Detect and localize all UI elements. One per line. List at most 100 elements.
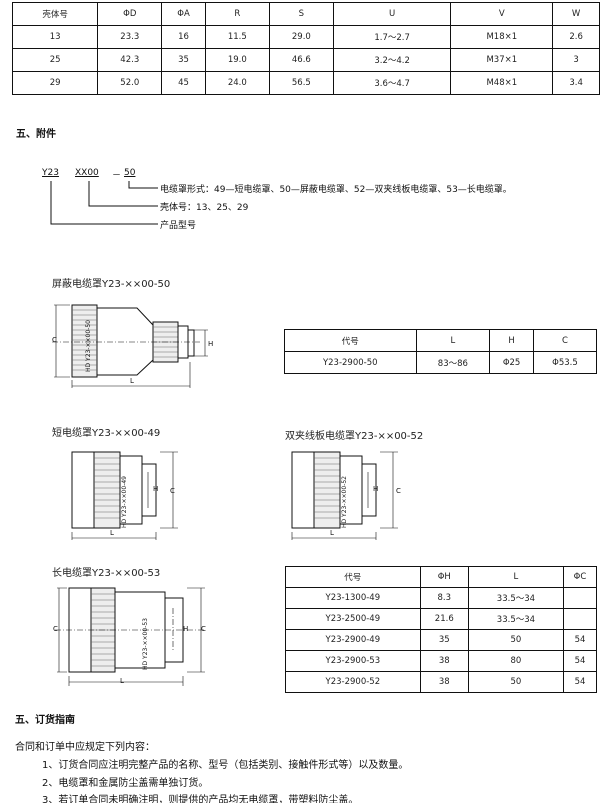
cell: 8.3 bbox=[419, 587, 469, 609]
cell: 35 bbox=[419, 629, 469, 651]
code-leader-lines bbox=[50, 181, 158, 225]
cell: M48×1 bbox=[450, 71, 554, 95]
ordering-item: 2、电缆罩和金属防尘盖需单独订货。 bbox=[42, 778, 209, 789]
cell: 13 bbox=[11, 25, 99, 49]
code-part-model: Y23 bbox=[42, 168, 59, 178]
header-cell: C bbox=[532, 329, 598, 352]
dim-label-c-outer: C bbox=[201, 625, 206, 633]
cell: 25 bbox=[11, 48, 99, 72]
cell: 29 bbox=[11, 71, 99, 95]
dim-label-l: L bbox=[130, 377, 134, 385]
code-dash: － bbox=[112, 171, 122, 181]
cell: Φ25 bbox=[489, 351, 534, 374]
cell: 24.0 bbox=[204, 71, 270, 95]
cell: Y23-2500-49 bbox=[285, 608, 421, 630]
dim-label-c: C bbox=[53, 625, 58, 633]
cell bbox=[562, 587, 598, 609]
dim-label-c: C bbox=[52, 336, 57, 344]
ordering-intro: 合同和订单中应规定下列内容： bbox=[15, 742, 155, 753]
cell: 2.6 bbox=[552, 25, 600, 49]
caption-shielded-cover: 屏蔽电缆罩Y23-××00-50 bbox=[52, 279, 171, 290]
cell: 38 bbox=[419, 671, 469, 693]
cell: 54 bbox=[562, 629, 598, 651]
cell: 56.5 bbox=[268, 71, 334, 95]
dim-label-c: C bbox=[170, 487, 175, 495]
cell: 29.0 bbox=[268, 25, 334, 49]
body-marking: HD Y23-××00-52 bbox=[341, 476, 348, 528]
cell: 83～86 bbox=[415, 351, 491, 374]
section-heading-ordering: 五、订货指南 bbox=[15, 715, 75, 726]
cell: 38 bbox=[419, 650, 469, 672]
cell: 33.5～34 bbox=[467, 587, 564, 609]
header-cell: 代号 bbox=[285, 566, 421, 588]
header-cell: L bbox=[415, 329, 491, 352]
header-cell: ΦH bbox=[419, 566, 469, 588]
caption-double-clamp-cover: 双夹线板电缆罩Y23-××00-52 bbox=[285, 431, 424, 442]
cell: 21.6 bbox=[419, 608, 469, 630]
header-cell: U bbox=[332, 2, 452, 26]
cell: Y23-2900-49 bbox=[285, 629, 421, 651]
caption-long-cover: 长电缆罩Y23-××00-53 bbox=[52, 568, 161, 579]
shielded-cover-drawing bbox=[52, 304, 208, 388]
body-marking: HD Y23-××00-49 bbox=[121, 476, 128, 528]
cell: 33.5～34 bbox=[467, 608, 564, 630]
cell: Φ53.5 bbox=[532, 351, 598, 374]
dim-label-h: H bbox=[373, 485, 379, 493]
cell: 19.0 bbox=[204, 48, 270, 72]
ordering-item: 1、订货合同应注明完整产品的名称、型号（包括类别、接触件形式等）以及数量。 bbox=[42, 760, 409, 771]
cell: 42.3 bbox=[97, 48, 163, 72]
cell: 23.3 bbox=[97, 25, 163, 49]
code-legend-type: 电缆罩形式：49—短电缆罩、50—屏蔽电缆罩、52—双夹线板电缆罩、53—长电缆… bbox=[160, 185, 512, 195]
cell: Y23-2900-52 bbox=[285, 671, 421, 693]
cell bbox=[562, 608, 598, 630]
dim-label-h: H bbox=[208, 340, 214, 348]
cell: M37×1 bbox=[450, 48, 554, 72]
cell: 54 bbox=[562, 671, 598, 693]
header-cell: H bbox=[489, 329, 534, 352]
code-legend-shell: 壳体号：13、25、29 bbox=[160, 203, 249, 213]
section-heading-accessories: 五、附件 bbox=[16, 129, 56, 140]
header-cell: 代号 bbox=[284, 329, 417, 352]
dim-label-l: L bbox=[110, 529, 114, 537]
long-cover-drawing bbox=[55, 587, 205, 686]
body-marking: HD Y23-××00-50 bbox=[85, 320, 92, 372]
header-cell: S bbox=[268, 2, 334, 26]
cell: 50 bbox=[467, 671, 564, 693]
cell: Y23-2900-50 bbox=[284, 351, 417, 374]
ordering-item: 3、若订单合同未明确注明，则提供的产品均无电缆罩，带塑料防尘盖。 bbox=[42, 795, 359, 803]
caption-short-cover: 短电缆罩Y23-××00-49 bbox=[52, 428, 161, 439]
cell: 80 bbox=[467, 650, 564, 672]
dim-label-h: H bbox=[153, 485, 159, 493]
cell: 50 bbox=[467, 629, 564, 651]
body-marking: HD Y23-××00-53 bbox=[142, 618, 149, 670]
short-cover-drawing bbox=[71, 451, 178, 540]
dim-label-l: L bbox=[330, 529, 334, 537]
code-legend-model: 产品型号 bbox=[160, 221, 197, 231]
code-part-shell: XX00 bbox=[75, 168, 99, 178]
cell: 1.7～2.7 bbox=[332, 25, 452, 49]
code-part-type: 50 bbox=[124, 168, 136, 178]
cell: 45 bbox=[161, 71, 206, 95]
cell: 3.6～4.7 bbox=[332, 71, 452, 95]
cell: Y23-1300-49 bbox=[285, 587, 421, 609]
cell: 46.6 bbox=[268, 48, 334, 72]
dim-label-h: H bbox=[183, 625, 189, 633]
cell: 3.4 bbox=[552, 71, 600, 95]
dim-label-l: L bbox=[120, 677, 124, 685]
cell: Y23-2900-53 bbox=[285, 650, 421, 672]
header-cell: L bbox=[467, 566, 564, 588]
